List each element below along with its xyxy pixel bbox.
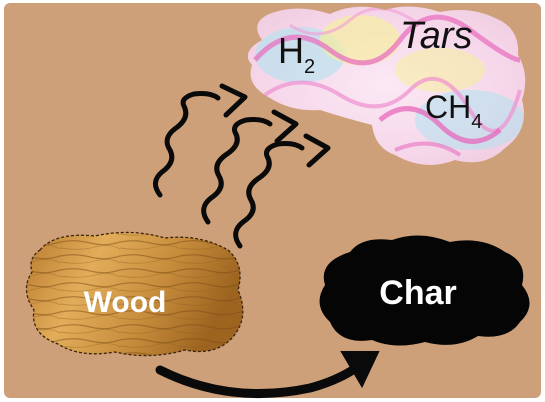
wood-node: Wood: [25, 231, 244, 357]
gas-cloud: Tars H2 CH4: [247, 6, 526, 165]
wood-grain: [26, 232, 243, 356]
gas-release-arrows: [153, 83, 331, 249]
conversion-arrow-shaft: [155, 360, 365, 399]
char-label: Char: [379, 274, 456, 312]
h2-subscript: 2: [304, 56, 315, 78]
wavy-arrow-1-head: [219, 83, 248, 118]
conversion-arrow-head: [340, 351, 380, 389]
h2-base: H: [278, 30, 304, 71]
ch4-label: CH4: [425, 89, 482, 133]
wavy-arrow-1: [153, 91, 221, 198]
ch4-subscript: 4: [471, 111, 482, 133]
wavy-arrow-3: [233, 141, 305, 249]
wavy-arrow-2-head: [271, 109, 299, 144]
conversion-arrow: [155, 351, 380, 399]
char-shape: [319, 235, 530, 346]
h2-label: H2: [278, 30, 315, 78]
wavy-arrow-3-head: [303, 133, 331, 168]
wavy-arrow-2: [201, 117, 273, 225]
char-node: Char: [319, 235, 530, 346]
ch4-base: CH: [425, 89, 471, 125]
wood-label: Wood: [84, 286, 167, 319]
tars-label: Tars: [400, 15, 473, 57]
gas-cloud-swirls: [253, 7, 525, 157]
